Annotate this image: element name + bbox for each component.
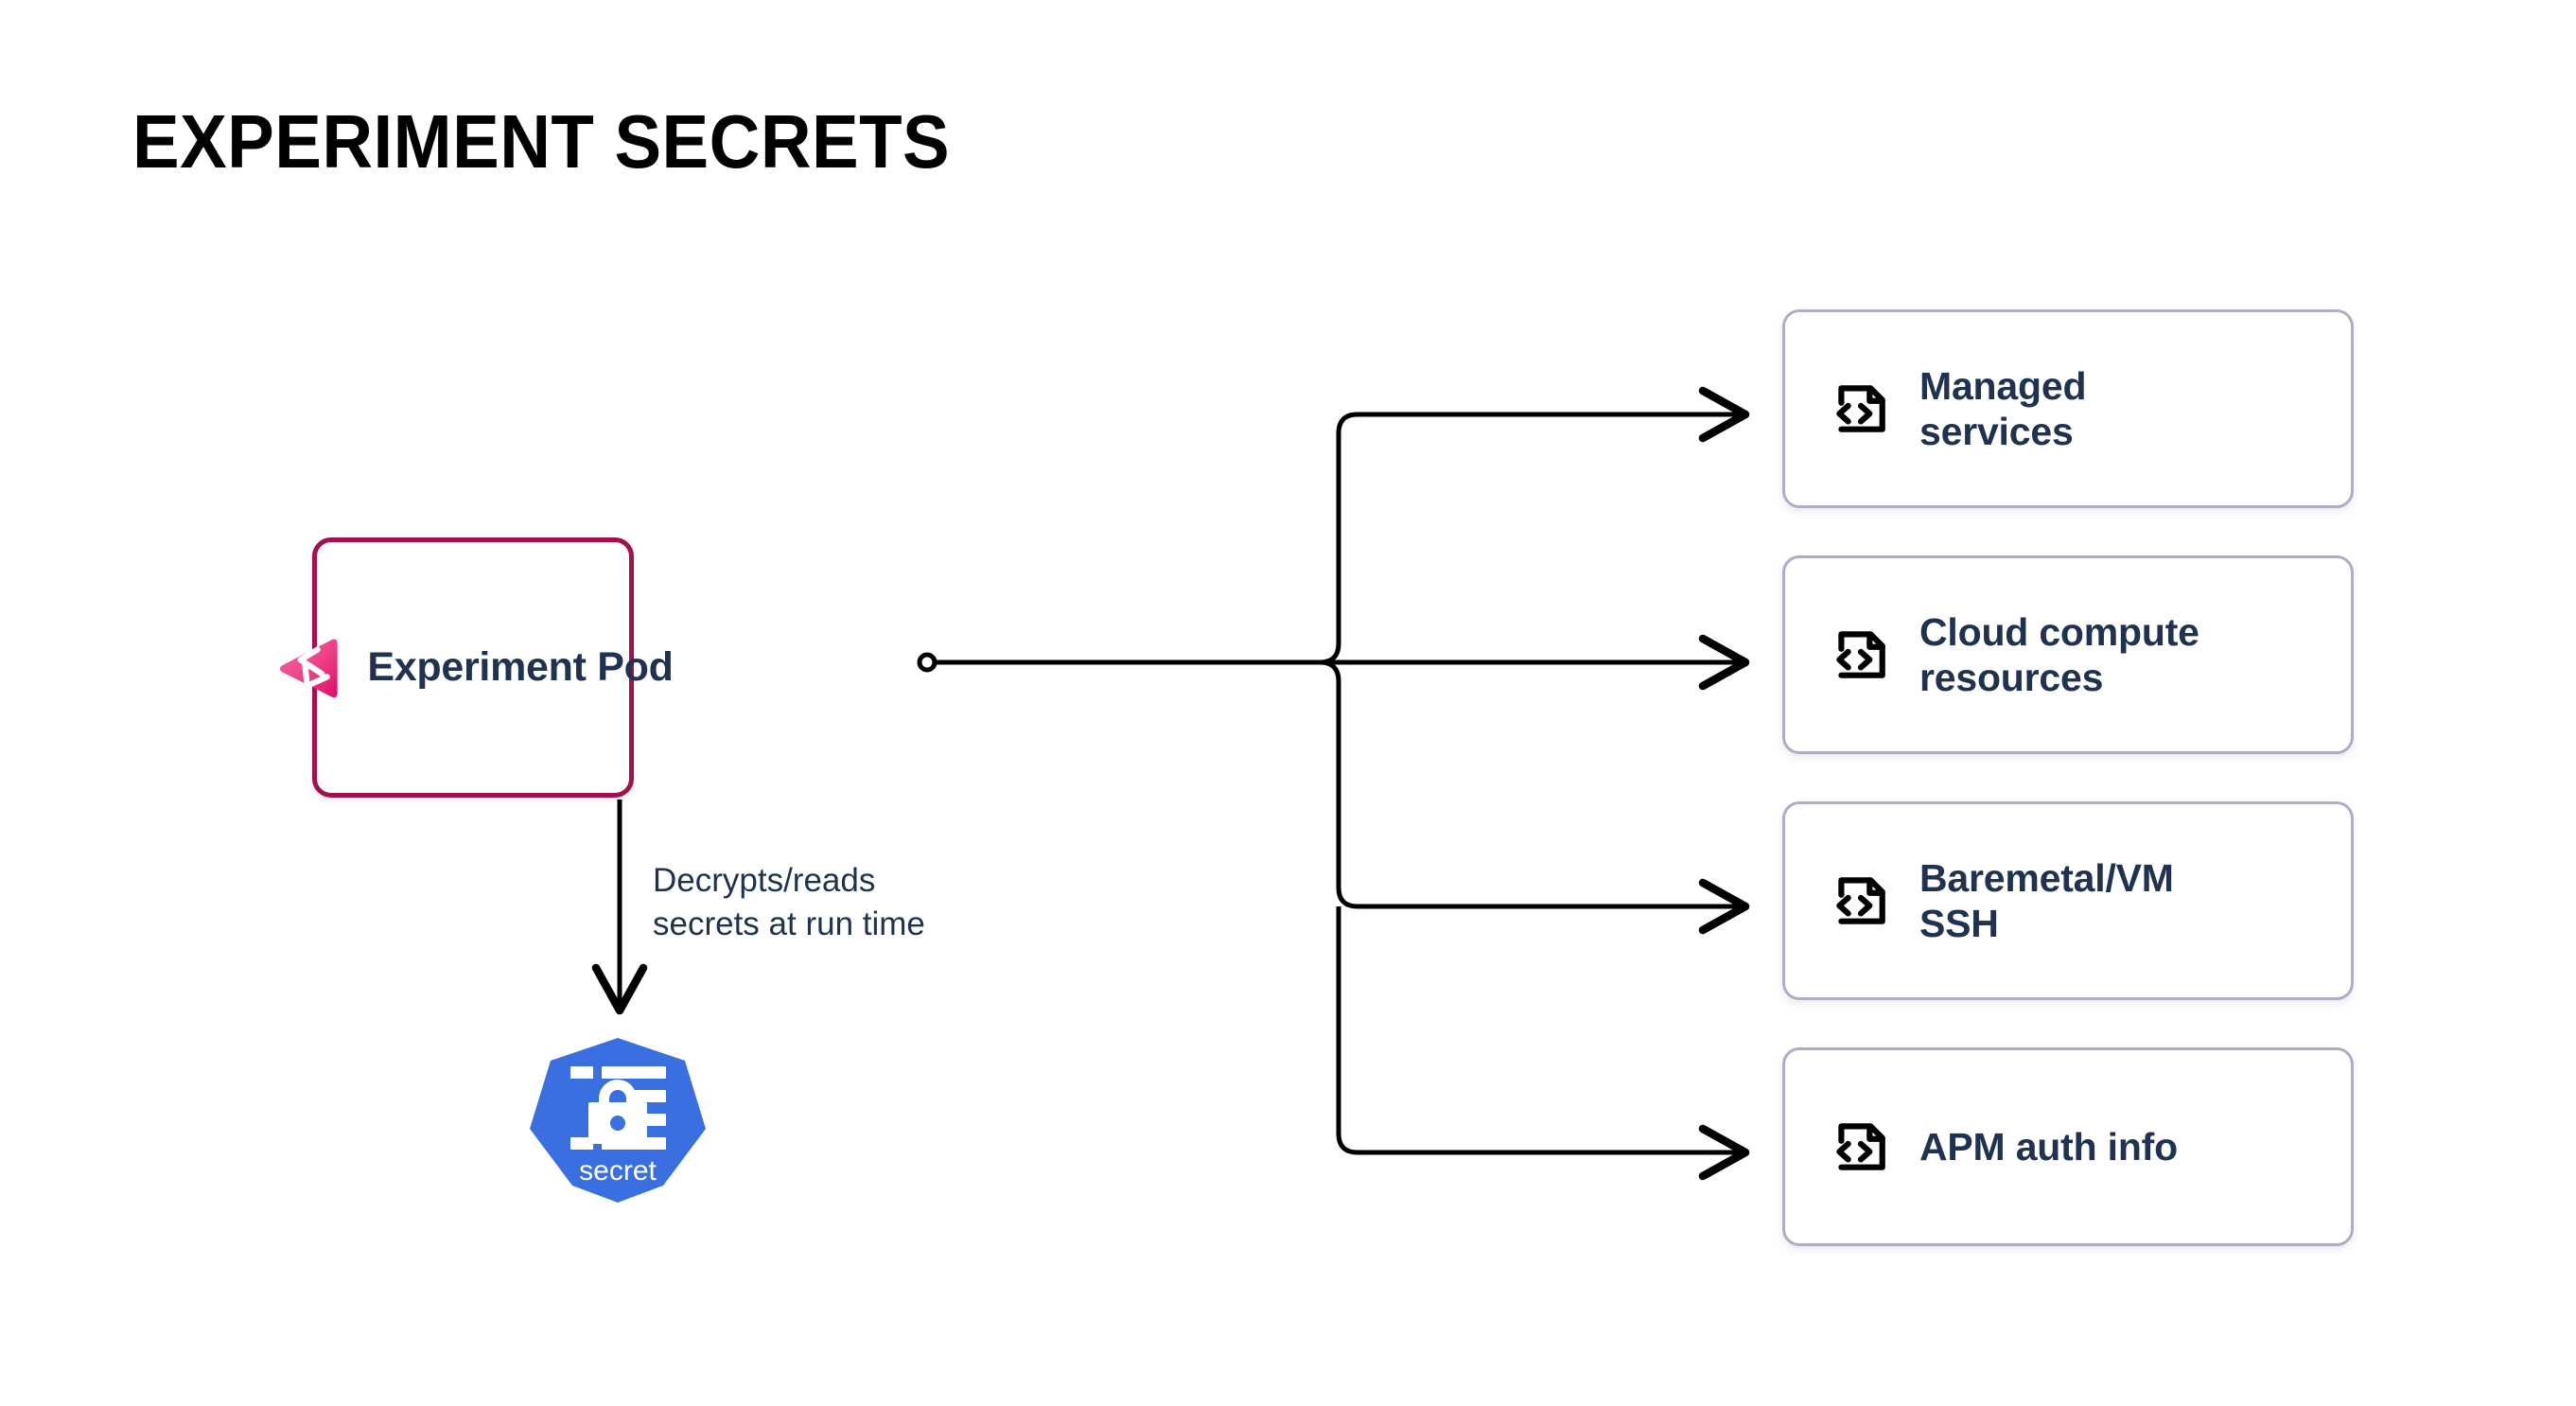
code-file-icon [1836, 631, 1885, 678]
code-file-icon [1836, 877, 1885, 924]
annotation-line-1: Decrypts/reads [653, 862, 876, 899]
code-file-icon [1836, 1123, 1885, 1170]
label-line-1: Cloud compute [1919, 609, 2199, 654]
resource-card-cloud-compute-resources[interactable]: Cloud compute resources [1782, 555, 2354, 754]
label-line-1: Managed [1919, 363, 2087, 408]
annotation-line-2: secrets at run time [653, 905, 925, 943]
kubernetes-secret-icon: secret [530, 1038, 706, 1203]
label-line-2: resources [1919, 656, 2104, 699]
experiment-pod-node[interactable]: Experiment Pod [280, 537, 674, 798]
label-line-1: Baremetal/VM [1919, 855, 2174, 900]
connector-spine [1319, 386, 1750, 665]
label-line-2: SSH [1919, 902, 1999, 945]
resource-card-label: Baremetal/VM SSH [1919, 855, 2174, 947]
resource-card-label: Cloud compute resources [1919, 609, 2199, 701]
pod-output-port [917, 652, 938, 673]
secret-label: secret [579, 1155, 657, 1186]
resource-card-label: APM auth info [1919, 1124, 2178, 1169]
page-title: EXPERIMENT SECRETS [132, 99, 951, 184]
resource-card-apm-auth-info[interactable]: APM auth info [1782, 1047, 2354, 1246]
connector-to-baremetal [1319, 659, 1750, 935]
code-file-icon [1836, 385, 1885, 432]
kubernetes-secret-node[interactable]: secret [528, 1036, 708, 1206]
resource-card-managed-services[interactable]: Managed services [1782, 309, 2354, 508]
resource-card-baremetal-vm-ssh[interactable]: Baremetal/VM SSH [1782, 801, 2354, 1000]
experiment-pod-label: Experiment Pod [367, 644, 674, 690]
decrypts-reads-annotation: Decrypts/reads secrets at run time [653, 859, 1050, 946]
label-line-1: APM auth info [1919, 1124, 2178, 1169]
resource-card-label: Managed services [1919, 363, 2086, 455]
label-line-2: services [1919, 410, 2074, 453]
connector-to-apm [1336, 906, 1750, 1181]
gremlin-logo-icon [280, 638, 339, 697]
